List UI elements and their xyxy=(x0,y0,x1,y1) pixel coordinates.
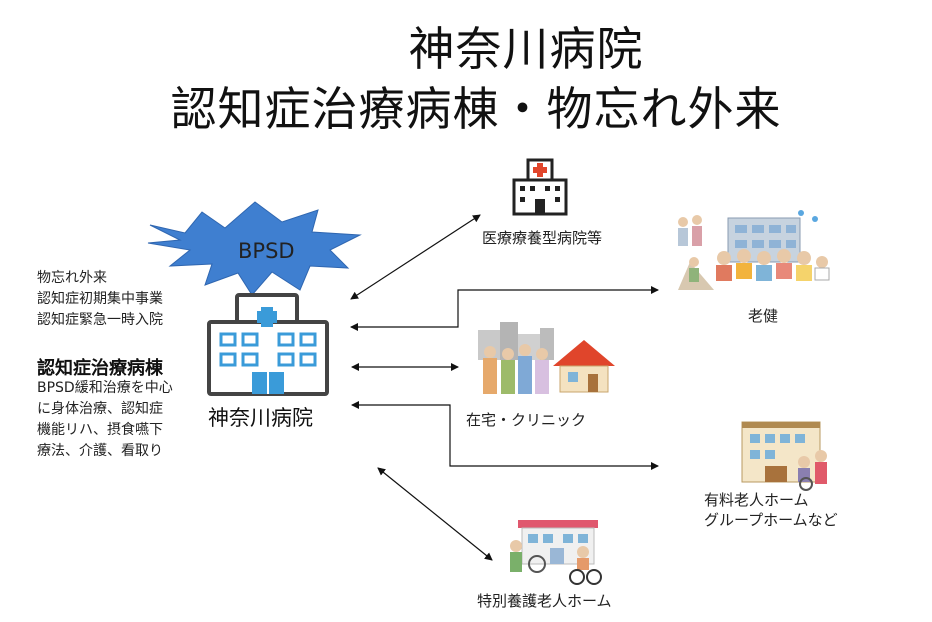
page-subtitle: 認知症治療病棟・物忘れ外来 xyxy=(170,82,782,136)
arrow-medical-care xyxy=(350,214,481,300)
arrow-special-nursing xyxy=(377,467,493,561)
service-item: 物忘れ外来 xyxy=(37,270,107,286)
arrows xyxy=(350,214,659,561)
service-item: 認知症緊急一時入院 xyxy=(37,312,163,328)
services-list: 物忘れ外来 認知症初期集中事業 認知症緊急一時入院 xyxy=(37,268,163,331)
medical-care-hospital-icon xyxy=(512,158,568,216)
arrow-geriatric xyxy=(350,286,659,331)
medical-care-label: 医療療養型病院等 xyxy=(482,229,603,247)
service-item: 認知症初期集中事業 xyxy=(37,291,163,307)
ward-description-line: BPSD緩和治療を中心 xyxy=(37,380,173,396)
paid-home-label: 有料老人ホーム グループホームなど xyxy=(704,490,838,530)
paid-nursing-home-illustration xyxy=(741,421,827,491)
special-nursing-label: 特別養護老人ホーム xyxy=(477,592,612,610)
special-nursing-home-illustration xyxy=(510,520,602,585)
page-title: 神奈川病院 xyxy=(408,22,644,76)
bpsd-burst-icon xyxy=(147,201,362,296)
geriatric-health-label: 老健 xyxy=(748,307,779,325)
ward-title: 認知症治療病棟 xyxy=(37,358,163,379)
home-clinic-label: 在宅・クリニック xyxy=(466,411,587,429)
hospital-label: 神奈川病院 xyxy=(208,406,313,430)
ward-description-line: 療法、介護、看取り xyxy=(37,443,163,459)
paid-home-label-line: 有料老人ホーム xyxy=(704,491,809,509)
arrow-paid-home xyxy=(351,401,659,470)
ward-description-line: に身体治療、認知症 xyxy=(37,401,163,417)
home-clinic-illustration xyxy=(478,322,615,394)
geriatric-facility-illustration xyxy=(678,210,830,290)
bpsd-label: BPSD xyxy=(238,239,295,263)
ward-description: BPSD緩和治療を中心 に身体治療、認知症 機能リハ、摂食嚥下 療法、介護、看取… xyxy=(37,378,173,462)
hospital-building-icon xyxy=(207,293,329,396)
paid-home-label-line: グループホームなど xyxy=(704,511,838,529)
ward-description-line: 機能リハ、摂食嚥下 xyxy=(37,422,163,438)
